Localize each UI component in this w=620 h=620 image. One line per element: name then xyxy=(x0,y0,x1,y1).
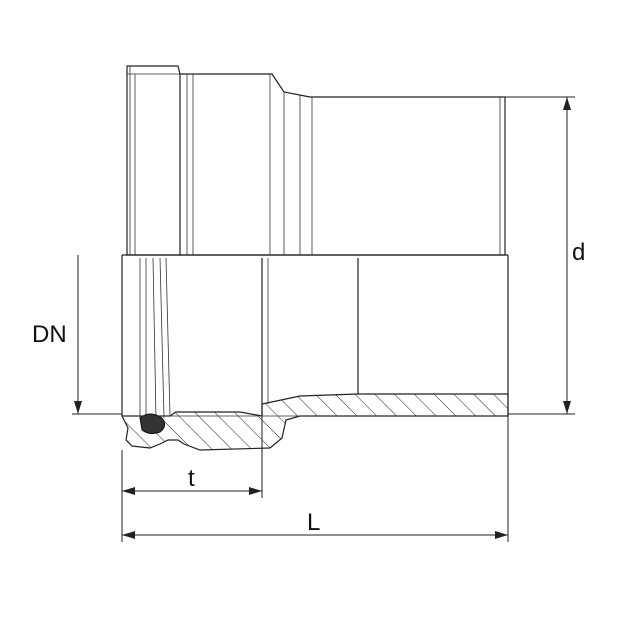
dimension-l: L xyxy=(121,416,509,542)
fitting-section-view xyxy=(121,254,509,451)
dimension-d: d xyxy=(505,96,585,415)
dimension-t: t xyxy=(121,416,263,498)
dimension-dn: DN xyxy=(32,255,122,415)
label-l: L xyxy=(307,509,320,536)
fitting-exterior-view xyxy=(126,65,506,256)
label-t: t xyxy=(188,465,195,492)
label-d: d xyxy=(572,239,585,266)
label-dn: DN xyxy=(32,321,67,348)
